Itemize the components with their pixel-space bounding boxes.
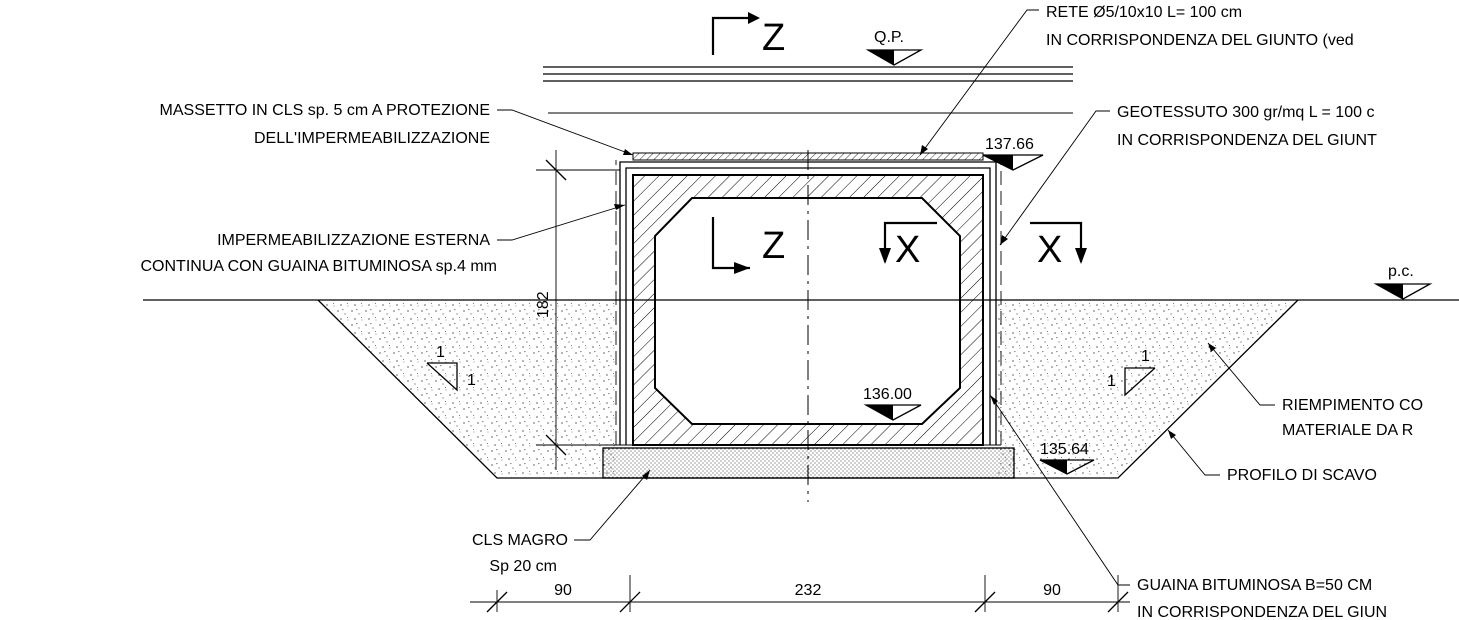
section-x-outer-label: X: [1037, 229, 1062, 271]
profilo-text: PROFILO DI SCAVO: [1227, 467, 1377, 484]
section-z-inner-label: Z: [762, 225, 785, 267]
level-foundation: 135.64: [1039, 441, 1095, 475]
level-inner-bottom: 136.00: [863, 386, 922, 421]
level-pc: p.c.: [1373, 263, 1433, 300]
section-z-top-label: Z: [762, 17, 785, 59]
geotessuto-text-1: GEOTESSUTO 300 gr/mq L = 100 c: [1117, 104, 1374, 121]
slope-right-v: 1: [1141, 348, 1150, 365]
callout-texts: RETE Ø5/10x10 L= 100 cm IN CORRISPONDENZ…: [141, 4, 1424, 620]
level-top-slab-label: 137.66: [985, 136, 1034, 153]
level-qp: Q.P.: [865, 29, 924, 66]
section-mark-x-outer: X: [1030, 221, 1087, 271]
excavation-fill: [317, 299, 1299, 479]
massetto-text-2: DELL'IMPERMEABILIZZAZIONE: [254, 130, 490, 147]
height-dim-label: 182: [535, 291, 552, 318]
level-foundation-label: 135.64: [1040, 441, 1089, 458]
slope-left: 1 1: [426, 344, 476, 392]
slope-left-h: 1: [467, 372, 476, 389]
rete-text-2: IN CORRISPONDENZA DEL GIUNTO (ved: [1046, 32, 1354, 49]
level-top-slab: 137.66: [982, 136, 1044, 171]
section-mark-z-inner: Z: [711, 217, 785, 274]
level-qp-label: Q.P.: [874, 29, 904, 46]
dim-box: 232: [795, 582, 822, 599]
pavement-lines: [543, 66, 1073, 114]
guaina-text-1: GUAINA BITUMINOSA B=50 CM: [1137, 577, 1372, 594]
level-inner-bottom-label: 136.00: [863, 386, 912, 403]
impermeab-text-2: CONTINUA CON GUAINA BITUMINOSA sp.4 mm: [141, 258, 498, 275]
section-mark-z-top: Z: [711, 12, 785, 59]
dim-left: 90: [554, 582, 572, 599]
cls-magro-text-2: Sp 20 cm: [489, 558, 557, 575]
rete-text-1: RETE Ø5/10x10 L= 100 cm: [1046, 4, 1242, 21]
massetto-text-1: MASSETTO IN CLS sp. 5 cm A PROTEZIONE: [160, 102, 490, 119]
callout-leaders: [497, 9, 1275, 586]
slope-left-v: 1: [436, 344, 445, 361]
riempimento-text-2: MATERIALE DA R: [1282, 422, 1413, 439]
height-dimension: 182: [535, 150, 620, 470]
slope-right-h: 1: [1107, 373, 1116, 390]
level-pc-label: p.c.: [1388, 263, 1414, 280]
slope-right: 1 1: [1107, 348, 1156, 397]
guaina-text-2: IN CORRISPONDENZA DEL GIUN: [1137, 604, 1387, 620]
section-mark-x-inner: X: [879, 221, 937, 271]
section-x-inner-label: X: [895, 229, 920, 271]
width-dimensions: 90 232 90: [470, 575, 1130, 613]
cls-magro-text-1: CLS MAGRO: [472, 532, 568, 549]
impermeab-text-1: IMPERMEABILIZZAZIONE ESTERNA: [217, 232, 490, 249]
riempimento-text-1: RIEMPIMENTO CO: [1282, 397, 1423, 414]
geotessuto-text-2: IN CORRISPONDENZA DEL GIUNT: [1117, 132, 1377, 149]
dim-right: 90: [1043, 582, 1061, 599]
